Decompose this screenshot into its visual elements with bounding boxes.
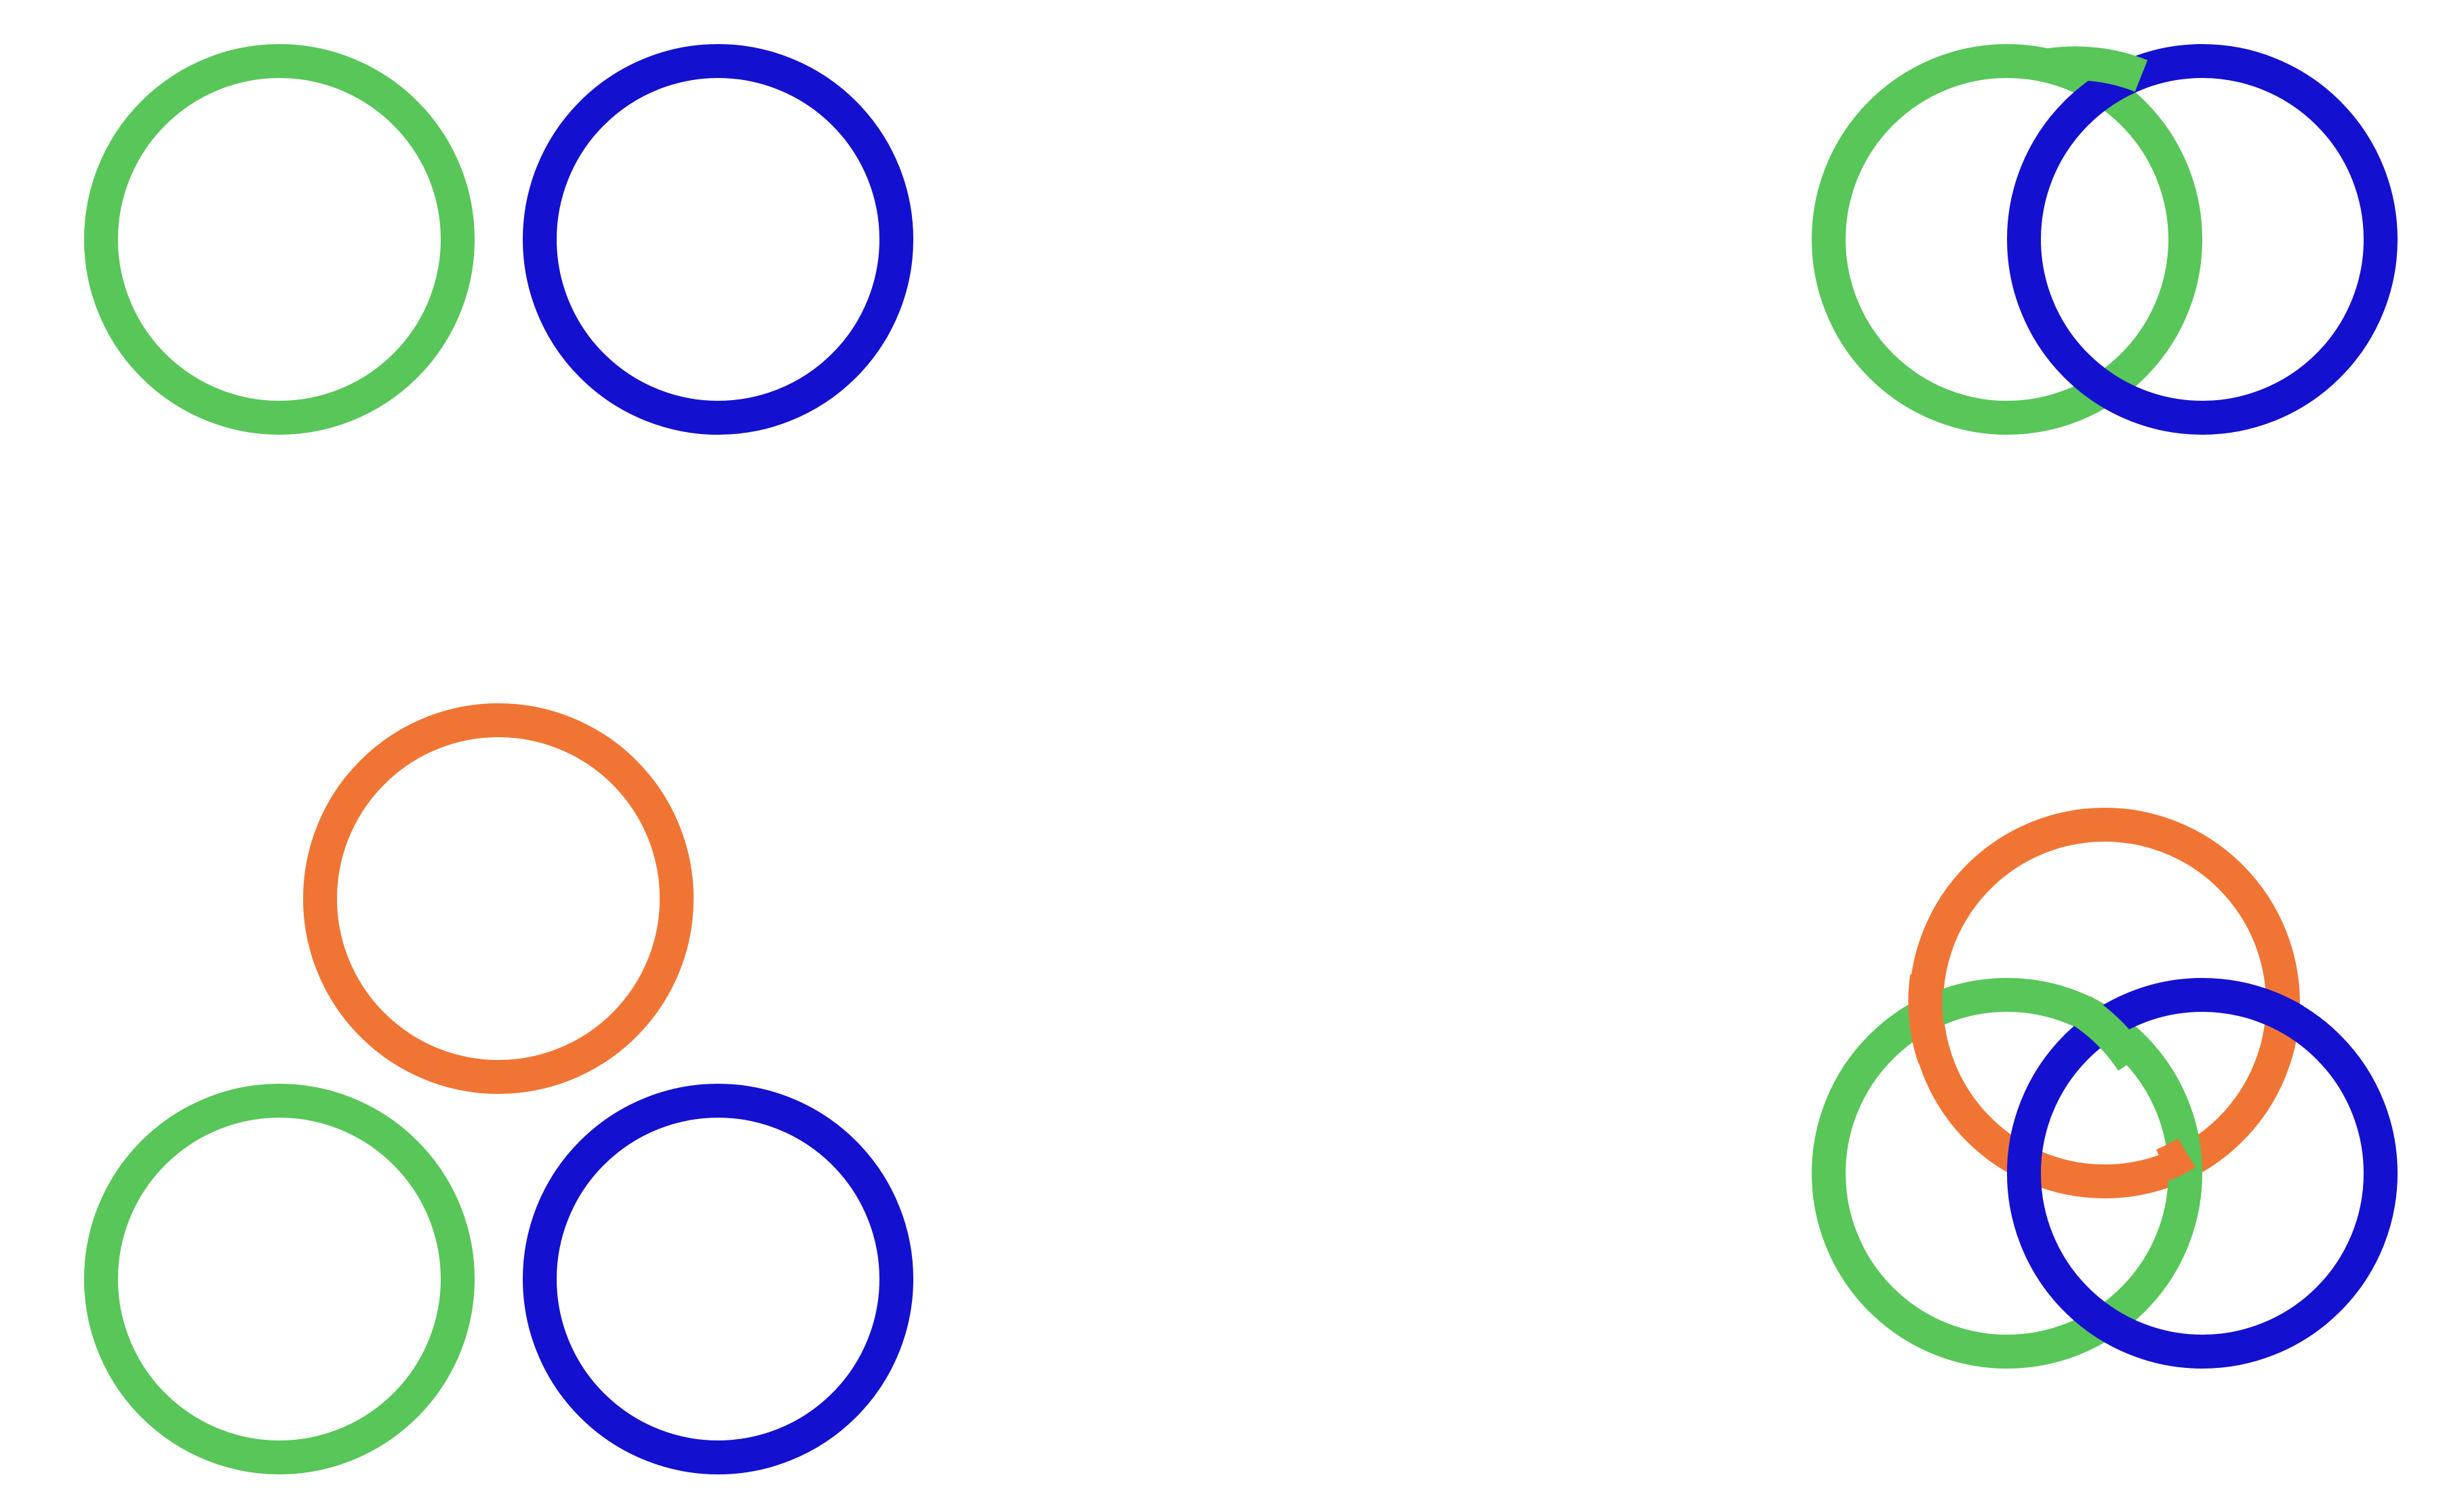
green-over-blue-crossing (2071, 996, 2147, 1072)
two-separate-rings (84, 44, 913, 435)
blue-ring (523, 44, 913, 435)
green-over-blue-crossing (2045, 46, 2148, 92)
orange-over-green-crossing (1908, 974, 1951, 1063)
borromean-rings (1812, 808, 2398, 1369)
green-ring (84, 1084, 475, 1474)
blue-ring (2007, 44, 2398, 435)
orange-ring (303, 703, 694, 1094)
green-ring (1812, 44, 2202, 435)
blue-ring (523, 1084, 913, 1474)
orange-over-green-crossing-2 (2155, 1138, 2196, 1181)
green-ring (1812, 978, 2202, 1369)
three-separate-rings (84, 703, 913, 1474)
two-linked-rings (1812, 44, 2398, 435)
blue-over-orange-crossing (2252, 987, 2304, 1036)
blue-ring (2007, 978, 2398, 1369)
green-ring (84, 44, 475, 435)
